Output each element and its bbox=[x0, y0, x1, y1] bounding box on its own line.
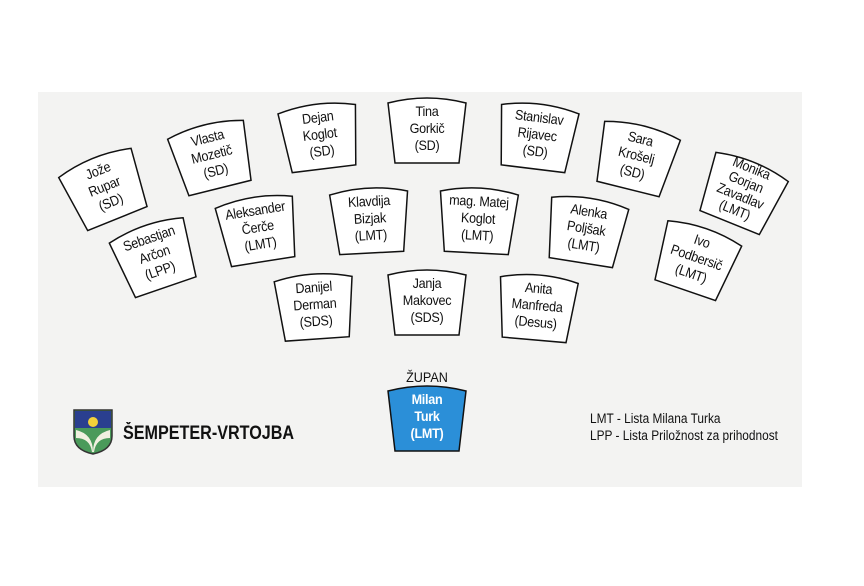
municipality-name: ŠEMPETER-VRTOJBA bbox=[123, 423, 295, 444]
coat-of-arms-logo bbox=[73, 409, 113, 455]
legend-item-lmt: LMT - Lista Milana Turka bbox=[590, 411, 721, 426]
mayor-party: (LMT) bbox=[410, 425, 444, 441]
seat-text-line: Tina bbox=[415, 103, 439, 119]
seat-shape bbox=[273, 272, 353, 342]
mayor-first-name: Milan bbox=[411, 391, 443, 407]
seat-shape bbox=[166, 119, 252, 197]
seat-shape bbox=[328, 187, 409, 256]
seat-shape bbox=[214, 194, 296, 268]
seat-text-line: Makovec bbox=[402, 292, 452, 308]
seat-shape bbox=[57, 147, 148, 232]
seat-shape bbox=[387, 269, 467, 336]
seat-text-line: (SDS) bbox=[410, 309, 444, 325]
seat-shape bbox=[108, 216, 197, 299]
seat-text-line: Janja bbox=[412, 275, 442, 291]
seat-text-line: (SD) bbox=[414, 137, 440, 153]
seat-shape bbox=[500, 102, 580, 174]
seat-shape bbox=[548, 195, 630, 269]
seat-shape bbox=[277, 102, 357, 174]
seat-shape bbox=[654, 219, 743, 302]
seat-shape bbox=[387, 97, 467, 164]
mayor-seat: Milan Turk (LMT) bbox=[382, 381, 472, 455]
seat-shape bbox=[387, 385, 467, 452]
mayor-last-name: Turk bbox=[414, 408, 440, 424]
legend-item-lpp: LPP - Lista Priložnost za prihodnost bbox=[590, 428, 778, 443]
party-legend: LMT - Lista Milana Turka LPP - Lista Pri… bbox=[590, 410, 778, 444]
seat-shape bbox=[596, 120, 682, 198]
mayor-title: ŽUPAN bbox=[406, 369, 448, 385]
seat-shape bbox=[439, 187, 520, 256]
seat-shape bbox=[699, 151, 790, 236]
seat-shape bbox=[499, 273, 580, 344]
seat-text-line: Gorkič bbox=[409, 120, 445, 136]
